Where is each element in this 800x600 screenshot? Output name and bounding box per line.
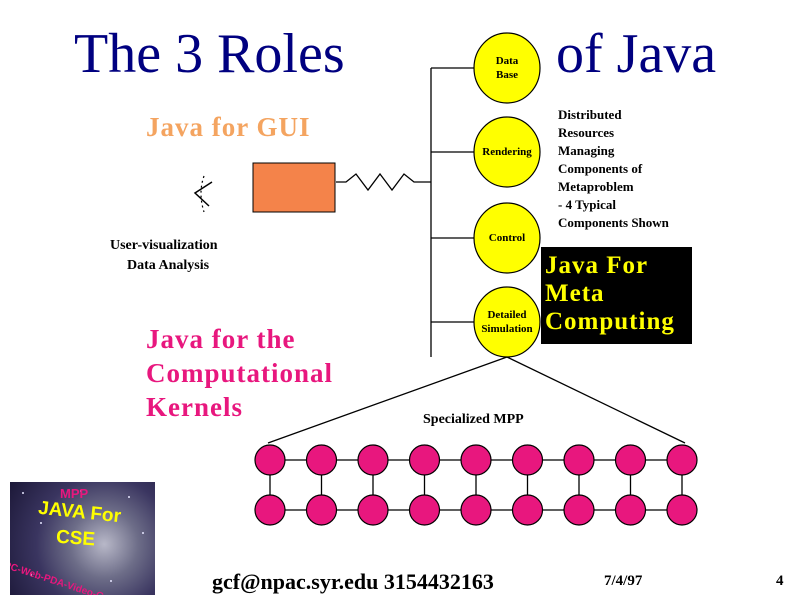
footer-contact: gcf@npac.syr.edu 3154432163 <box>212 569 494 594</box>
mpp-processor-node <box>357 494 389 526</box>
mpp-processor-node <box>563 444 595 476</box>
node-database-label-line-1: Data <box>495 55 519 67</box>
title-left: The 3 Roles <box>74 23 345 85</box>
mpp-processor-node <box>460 494 492 526</box>
mpp-fan-left <box>267 356 508 444</box>
mpp-processor-node <box>408 444 441 476</box>
gui-caption-line-2: Data Analysis <box>127 258 210 273</box>
logo-mpp-text: MPP <box>60 486 89 501</box>
kernels-heading: Java for the Computational Kernels <box>146 322 333 424</box>
node-database-label: Data Base <box>474 54 540 82</box>
kernels-heading-line-2: Computational <box>146 358 334 388</box>
node-database-label-line-2: Base <box>496 69 518 81</box>
footer-page-number: 4 <box>776 573 784 589</box>
kernels-heading-line-1: Java for the <box>146 324 296 354</box>
gui-display-box <box>252 162 336 213</box>
mpp-processor-node <box>511 494 544 526</box>
distributed-note-line: Metaproblem <box>558 179 634 194</box>
mpp-fan-right <box>506 356 686 444</box>
gui-heading: Java for GUI <box>146 112 311 142</box>
mpp-processor-node <box>254 444 286 476</box>
distributed-note-line: Distributed <box>558 107 622 122</box>
mpp-label: Specialized MPP <box>423 412 524 427</box>
title-right: of Java <box>556 23 717 85</box>
mpp-grid <box>254 444 698 526</box>
logo-arc-text: PC-Web-PDA-Video-Games <box>10 560 130 595</box>
distributed-note-line: - 4 Typical <box>558 197 617 212</box>
distributed-note-line: Components of <box>558 161 643 176</box>
logo-java-text: JAVA For <box>37 497 122 528</box>
meta-box-line-3: Computing <box>545 308 675 335</box>
distributed-note-line: Managing <box>558 143 615 158</box>
node-rendering-label-line-1: Rendering <box>482 146 532 158</box>
java-for-cse-logo: MPP JAVA For CSE PC-Web-PDA-Video-Games <box>10 482 155 595</box>
mpp-processor-node <box>305 444 338 476</box>
kernels-heading-line-3: Kernels <box>146 392 243 422</box>
viewer-icon <box>193 175 213 213</box>
node-simulation-label: Detailed Simulation <box>470 308 544 336</box>
distributed-note-line: Resources <box>558 125 615 140</box>
node-rendering <box>473 116 541 188</box>
distributed-note: Distributed Resources Managing Component… <box>558 106 669 232</box>
node-rendering-label: Rendering <box>470 145 544 159</box>
meta-box-line-2: Meta <box>545 280 605 307</box>
mpp-processor-node <box>408 494 441 526</box>
mpp-processor-node <box>666 494 698 526</box>
mpp-processor-node <box>614 494 647 526</box>
mpp-processor-node <box>614 444 647 476</box>
mpp-processor-node <box>357 444 389 476</box>
node-simulation-label-line-2: Simulation <box>481 323 533 335</box>
node-control-label-line-1: Control <box>488 232 526 244</box>
node-simulation-label-line-1: Detailed <box>487 309 527 321</box>
gui-caption-line-1: User-visualization <box>110 238 218 253</box>
mpp-processor-node <box>511 444 544 476</box>
mpp-processor-node <box>460 444 492 476</box>
footer-date: 7/4/97 <box>604 573 643 589</box>
logo-cse-text: CSE <box>55 526 96 551</box>
node-database <box>473 32 541 104</box>
mpp-processor-node <box>254 494 286 526</box>
meta-computing-box: Java For Meta Computing <box>541 247 692 344</box>
mpp-processor-node <box>305 494 338 526</box>
node-control-label: Control <box>474 231 540 245</box>
distributed-note-line: Components Shown <box>558 215 669 230</box>
mpp-processor-node <box>666 444 698 476</box>
meta-box-line-1: Java For <box>545 252 649 279</box>
mpp-processor-node <box>563 494 595 526</box>
node-control <box>473 202 541 274</box>
gui-connection-wire <box>336 172 431 192</box>
